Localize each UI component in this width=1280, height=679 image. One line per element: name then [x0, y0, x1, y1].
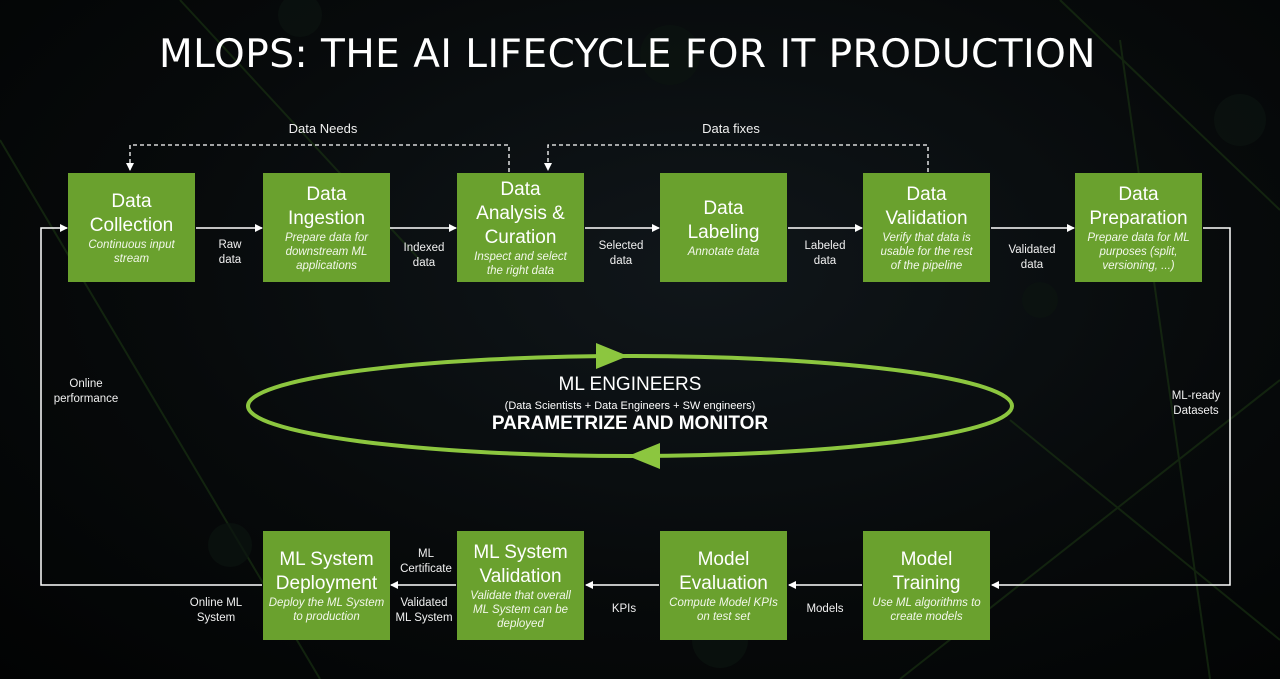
- label-indexed-data: Indexed data: [403, 242, 445, 269]
- stage-data-labeling: Data Labeling Annotate data: [660, 173, 787, 282]
- loop-arrow-top-icon: [596, 343, 628, 369]
- label-models: Models: [806, 603, 844, 615]
- feedback-data-fixes: [544, 144, 929, 172]
- stage-data-collection: Data Collection Continuous input stream: [68, 173, 195, 282]
- stage-title: Data Validation: [885, 183, 968, 229]
- stage-data-ingestion: Data Ingestion Prepare data for downstre…: [263, 173, 390, 282]
- label-online-ml-system: Online ML System: [189, 597, 243, 624]
- stage-description: Deploy the ML System to production: [268, 596, 385, 623]
- label-validated-data: Validated data: [1008, 244, 1056, 271]
- stage-description: Prepare data for ML purposes (split, ver…: [1087, 231, 1190, 272]
- stage-ml-system-deployment: ML System Deployment Deploy the ML Syste…: [263, 531, 390, 640]
- stage-description: Annotate data: [687, 245, 760, 258]
- data-fixes-label: Data fixes: [702, 121, 760, 136]
- stage-title: Model Training: [892, 548, 961, 594]
- stage-description: Prepare data for downstream ML applicati…: [284, 231, 369, 272]
- arrow-online-performance: [40, 224, 262, 586]
- data-needs-label: Data Needs: [288, 121, 358, 136]
- label-selected-data: Selected data: [598, 240, 644, 267]
- ml-engineers-subheading: (Data Scientists + Data Engineers + SW e…: [504, 400, 756, 412]
- stage-description: Inspect and select the right data: [474, 250, 567, 277]
- page-title: MLOPS: THE AI LIFECYCLE FOR IT PRODUCTIO…: [159, 32, 1096, 77]
- stage-model-training: Model Training Use ML algorithms to crea…: [863, 531, 990, 640]
- stage-model-evaluation: Model Evaluation Compute Model KPIs on t…: [660, 531, 787, 640]
- stage-data-analysis-curation: Data Analysis & Curation Inspect and sel…: [457, 173, 584, 282]
- loop-arrow-bottom-icon: [628, 443, 660, 469]
- stage-title: Data Labeling: [687, 197, 760, 243]
- label-ml-ready-datasets: ML-ready Datasets: [1171, 390, 1221, 417]
- stage-description: Continuous input stream: [88, 238, 175, 265]
- stage-description: Compute Model KPIs on test set: [669, 596, 778, 623]
- stage-description: Verify that data is usable for the rest …: [880, 231, 973, 272]
- stage-title: ML System Validation: [473, 541, 568, 587]
- stage-data-validation: Data Validation Verify that data is usab…: [863, 173, 990, 282]
- label-online-performance: Online performance: [53, 378, 119, 405]
- label-raw-data: Raw data: [218, 239, 242, 266]
- stage-title: ML System Deployment: [275, 548, 378, 594]
- stage-description: Validate that overall ML System can be d…: [470, 589, 571, 630]
- stage-title: Data Preparation: [1089, 183, 1188, 229]
- label-validated-ml-system: Validated ML System: [395, 597, 453, 624]
- arrow-ml-ready-datasets: [991, 227, 1231, 589]
- label-ml-certificate: ML Certificate: [400, 548, 452, 575]
- stage-description: Use ML algorithms to create models: [872, 596, 981, 623]
- stage-title: Data Collection: [89, 190, 174, 236]
- stage-data-preparation: Data Preparation Prepare data for ML pur…: [1075, 173, 1202, 282]
- label-labeled-data: Labeled data: [804, 240, 846, 267]
- feedback-data-needs: [126, 144, 510, 172]
- stage-title: Data Ingestion: [287, 183, 366, 229]
- label-kpis: KPIs: [611, 603, 637, 615]
- parametrize-monitor-label: PARAMETRIZE AND MONITOR: [491, 413, 769, 434]
- stage-title: Model Evaluation: [679, 548, 768, 594]
- stage-ml-system-validation: ML System Validation Validate that overa…: [457, 531, 584, 640]
- ml-engineers-heading: ML ENGINEERS: [558, 374, 702, 395]
- stage-title: Data Analysis & Curation: [476, 178, 565, 248]
